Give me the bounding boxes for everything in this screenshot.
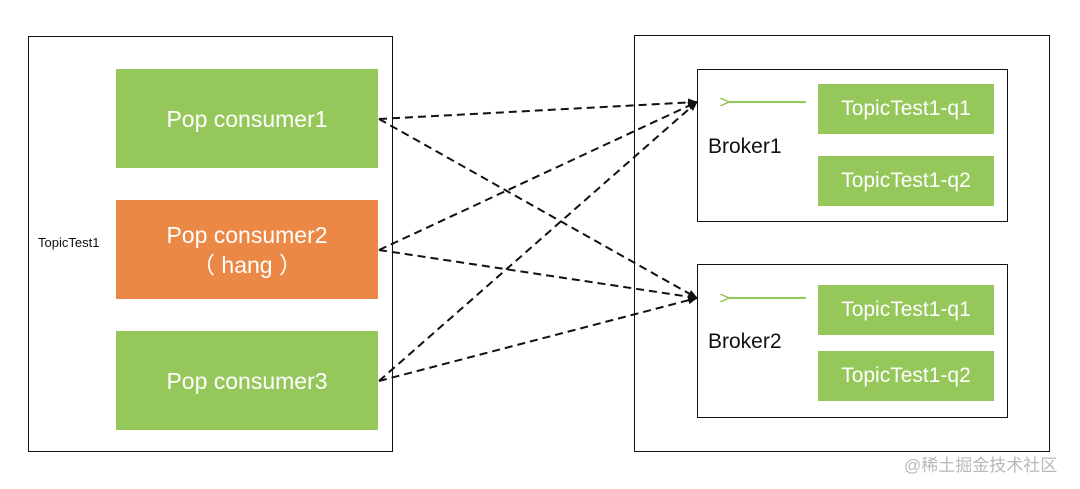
pop-consumer1-node: Pop consumer1: [116, 69, 378, 168]
broker1-queue-q2: TopicTest1-q2: [818, 156, 994, 206]
broker2-queue-q1: TopicTest1-q1: [818, 285, 994, 335]
broker1-label: Broker1: [708, 135, 782, 158]
topic-label: TopicTest1: [38, 235, 100, 250]
watermark: @稀土掘金技术社区: [904, 456, 1058, 475]
pop-consumer2-node: Pop consumer2 （ hang ）: [116, 200, 378, 299]
broker2-queue-q2: TopicTest1-q2: [818, 351, 994, 401]
consumer-name: Pop consumer1: [166, 105, 328, 132]
consumer-name: Pop consumer3: [166, 367, 328, 394]
broker1-queue-q1: TopicTest1-q1: [818, 84, 994, 134]
consumer-status: （ hang ）: [192, 251, 302, 278]
pop-consumer3-node: Pop consumer3: [116, 331, 378, 430]
broker2-label: Broker2: [708, 330, 782, 353]
consumer-name: Pop consumer2: [166, 221, 328, 248]
